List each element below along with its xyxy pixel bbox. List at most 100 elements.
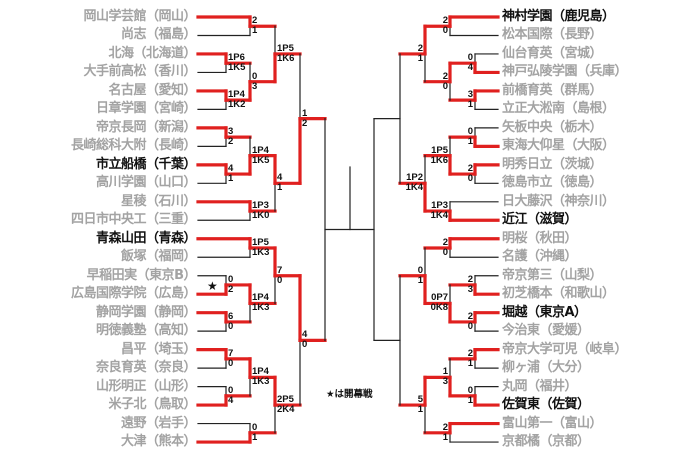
score-bottom: 1: [467, 394, 473, 406]
score-top: 2: [467, 163, 473, 175]
score-bottom: 1K6: [430, 154, 448, 166]
score-bottom: 2: [228, 283, 234, 295]
right-team-name: 徳島市立（徳島）: [502, 175, 603, 191]
score-bottom: 1: [417, 404, 423, 416]
score-bottom: 1: [277, 182, 283, 194]
score-bottom: 1K3: [252, 376, 270, 388]
score-top: 2: [467, 310, 473, 322]
score-bottom: 0: [442, 80, 448, 92]
right-team-name: 京都橘（京都）: [502, 434, 590, 450]
left-team-name: 飯塚（福岡）: [120, 249, 197, 265]
score-top: 1P5: [252, 237, 269, 248]
score-bottom: 1: [417, 274, 423, 286]
left-team-name: 岡山学芸館（岡山）: [83, 9, 196, 24]
score-bottom: 1: [417, 52, 423, 64]
score-top: 0: [417, 264, 423, 276]
score-top: 0: [467, 384, 473, 396]
score-top: 2: [442, 15, 448, 27]
score-top: 2: [252, 15, 258, 27]
right-team-name: 今治東（愛媛）: [502, 323, 590, 339]
score-top: 2: [467, 347, 473, 359]
score-top: 1P3: [431, 200, 448, 212]
score-bottom: 1: [467, 357, 473, 369]
score-bottom: 1: [467, 136, 473, 148]
score-bottom: 1: [252, 431, 258, 443]
score-top: 2: [467, 273, 473, 285]
score-top: 6: [228, 310, 234, 322]
left-team-name: 帝京長岡（新潟）: [95, 119, 197, 135]
score-top: 1P6: [228, 52, 245, 64]
score-bottom: 0: [228, 357, 234, 369]
score-top: 0P7: [431, 292, 448, 304]
left-team-name: 北海（北海道）: [108, 45, 196, 61]
right-team-name: 明秀日立（茨城）: [502, 156, 603, 172]
right-team-name: 帝京大学可児（岐阜）: [502, 341, 628, 357]
right-team-name: 日大藤沢（神奈川）: [502, 193, 615, 209]
left-team-name: 長崎総科大附（長崎）: [70, 138, 197, 154]
score-bottom: 1: [228, 173, 234, 185]
left-team-name: 早稲田実（東京B）: [86, 267, 197, 283]
score-bottom: 2K4: [277, 404, 295, 416]
score-top: 1P4: [228, 89, 245, 101]
score-top: 1: [302, 107, 308, 119]
right-team-name: 東海大仰星（大阪）: [502, 138, 615, 154]
score-bottom: 2: [302, 117, 308, 129]
score-bottom: 1K3: [252, 247, 270, 258]
score-bottom: 0: [277, 274, 283, 286]
right-team-name: 近江（滋賀）: [502, 212, 578, 228]
left-team-name: 山形明正（山形）: [95, 378, 197, 394]
right-team-name: 松本国際（長野）: [502, 27, 603, 43]
score-top: 1: [442, 366, 448, 378]
score-bottom: 0: [302, 339, 308, 351]
left-team-name: 静岡学園（静岡）: [95, 304, 197, 320]
left-team-name: 四日市中央工（三重）: [70, 212, 197, 228]
score-bottom: 4: [467, 62, 473, 74]
right-team-name: 富山第一（富山）: [502, 415, 603, 431]
score-top: 7: [228, 347, 234, 359]
left-team-name: 広島国際学院（広島）: [70, 286, 197, 302]
opening-match-star-icon: ★: [207, 279, 218, 293]
score-bottom: 0: [467, 320, 473, 332]
left-team-name: 米子北（鳥取）: [108, 397, 196, 413]
right-team-name: 前橋育英（群馬）: [502, 82, 603, 98]
right-team-name: 初芝橋本（和歌山）: [502, 286, 615, 302]
score-top: 0: [228, 273, 234, 285]
left-team-name: 高川学園（山口）: [95, 175, 197, 191]
score-bottom: 1K5: [252, 154, 270, 166]
score-bottom: 1K4: [430, 210, 448, 222]
score-top: 4: [302, 329, 308, 341]
score-top: 2P5: [277, 394, 294, 406]
right-team-name: 立正大淞南（島根）: [502, 101, 615, 117]
score-top: 0: [228, 384, 234, 396]
left-team-name: 奈良育英（奈良）: [95, 360, 197, 376]
score-top: 1P3: [252, 200, 269, 212]
right-team-name: 矢板中央（栃木）: [502, 119, 603, 135]
score-bottom: 2: [228, 136, 234, 148]
right-team-name: 神村学園（鹿児島）: [502, 9, 615, 24]
right-team-name: 名護（沖縄）: [502, 249, 578, 265]
score-top: 7: [277, 264, 283, 276]
score-top: 4: [228, 163, 234, 175]
left-team-name: 明徳義塾（高知）: [95, 323, 197, 339]
score-bottom: 1K5: [228, 62, 246, 74]
opening-match-note: ★は開幕戦: [326, 389, 373, 400]
score-bottom: 1K2: [228, 99, 246, 111]
left-team-name: 尚志（福島）: [120, 27, 197, 43]
score-bottom: 0: [467, 173, 473, 185]
score-top: 2: [442, 237, 448, 248]
score-bottom: 1: [467, 99, 473, 111]
score-top: 3: [228, 126, 234, 138]
score-bottom: 3: [442, 376, 448, 388]
score-bottom: 1K4: [405, 182, 423, 194]
score-bottom: 0: [442, 247, 448, 258]
score-bottom: 1K3: [252, 302, 270, 314]
left-team-name: 星稜（石川）: [120, 193, 197, 209]
score-top: 0: [252, 421, 258, 433]
score-bottom: 0: [228, 320, 234, 332]
left-team-name: 遠野（岩手）: [120, 415, 197, 431]
right-team-name: 仙台育英（宮城）: [502, 45, 603, 61]
score-bottom: 0: [442, 25, 448, 37]
left-team-name: 名古屋（愛知）: [108, 82, 196, 98]
score-top: 1P4: [252, 366, 269, 378]
